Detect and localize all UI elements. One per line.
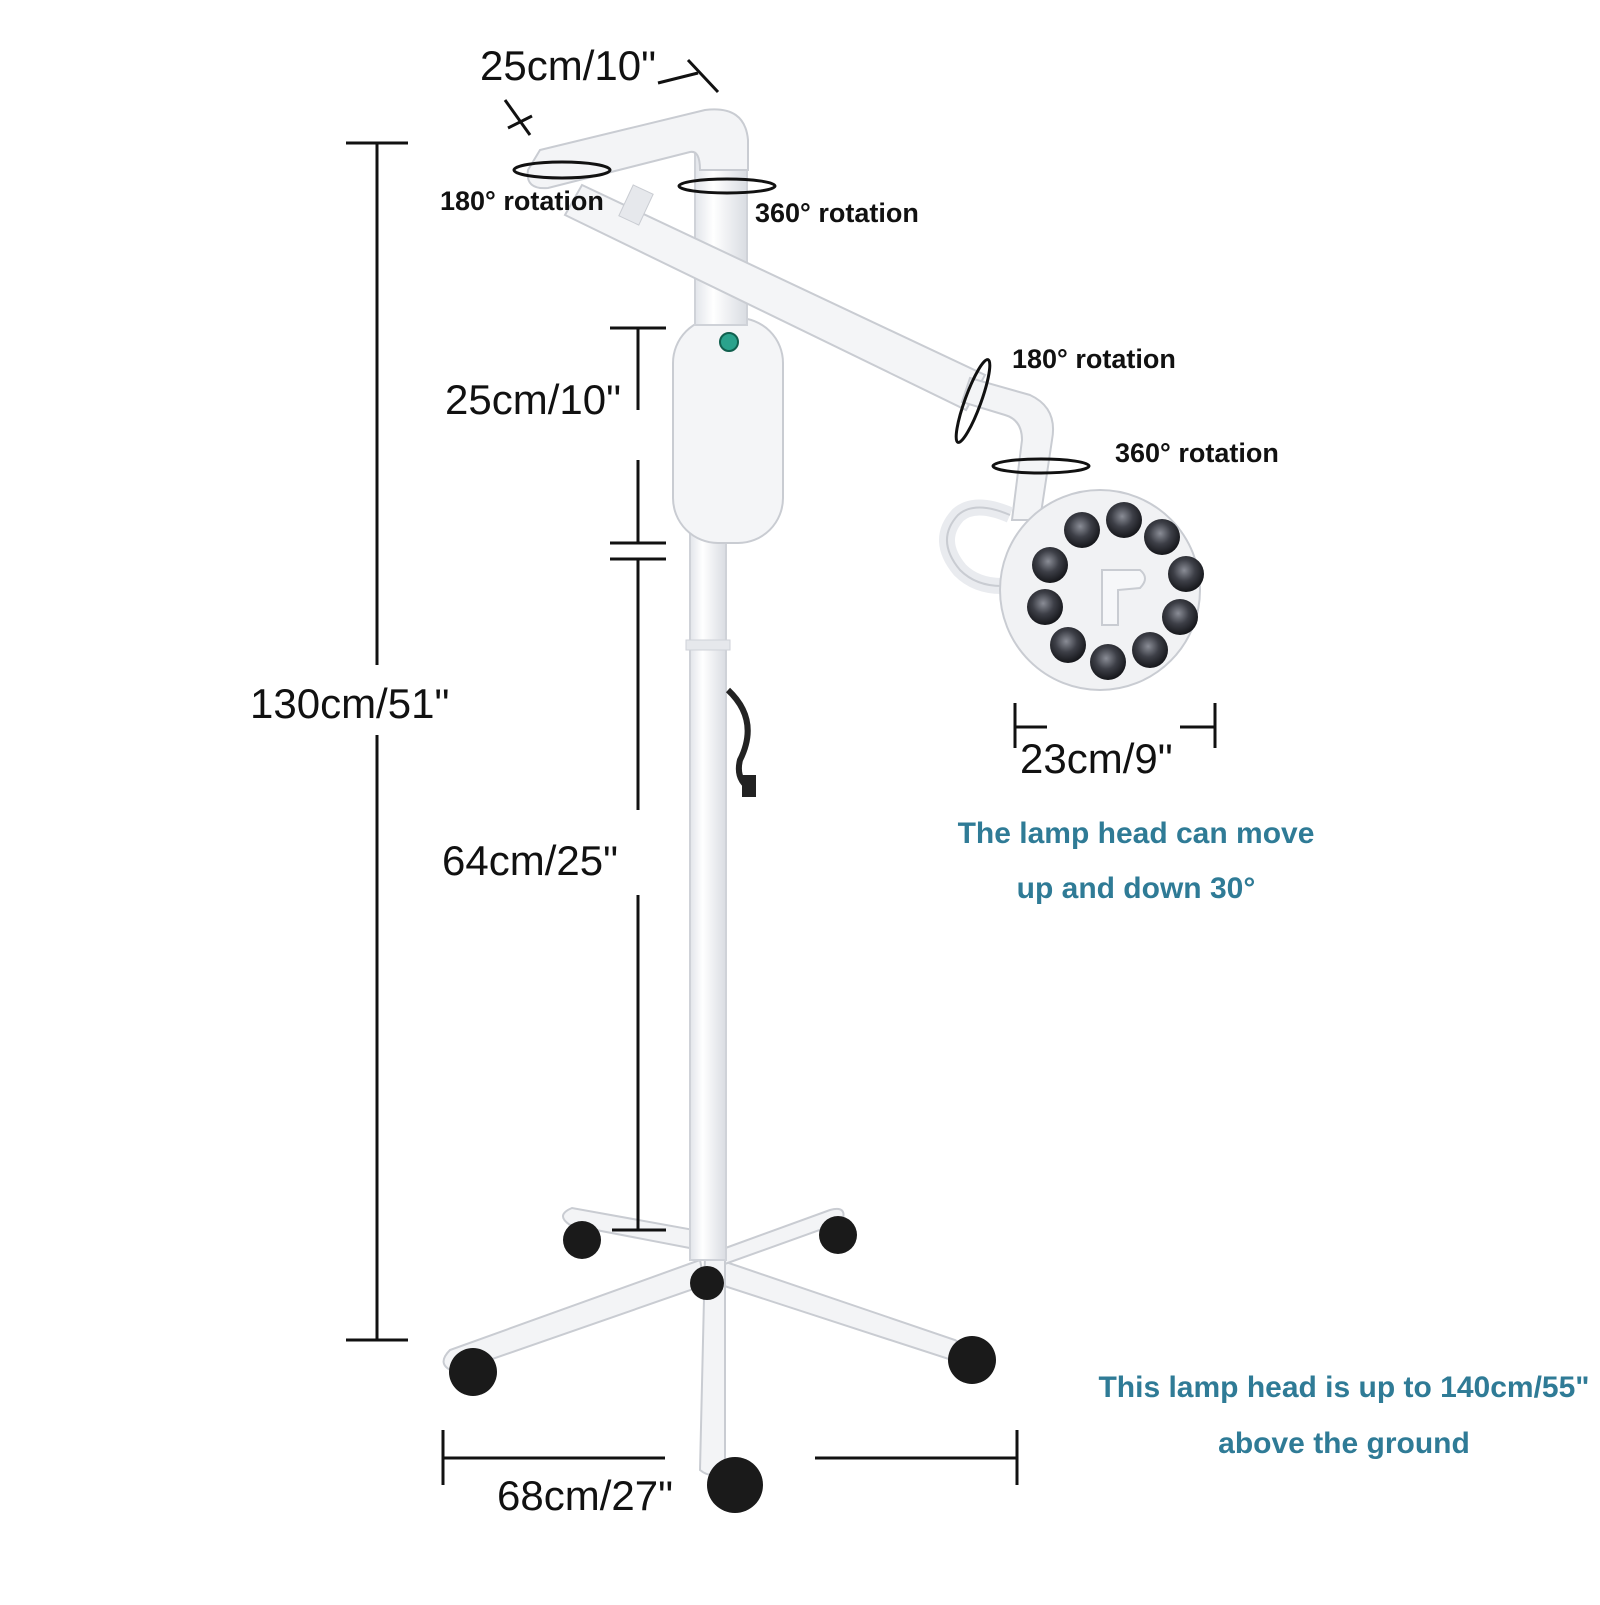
dim-arm-top-label: 25cm/10" [480,42,656,89]
top-arm [526,108,749,190]
note-head-move-line1: The lamp head can move [958,817,1315,850]
rotation-head-upper-label: 180° rotation [1012,344,1176,374]
led-bulb [1050,627,1086,663]
rotation-arrow-icon [954,358,992,444]
notes: The lamp head can move up and down 30° T… [958,817,1590,1460]
lamp-stand [442,108,1204,1513]
led-bulb [1144,519,1180,555]
rotation-arrow-icon [512,160,612,180]
note-head-move-line2: up and down 30° [1017,872,1256,905]
led-bulb [1162,599,1198,635]
power-indicator-icon [719,332,739,352]
head-joint [960,376,1054,521]
dim-pole-height-label: 64cm/25" [442,837,618,884]
led-bulb [1032,547,1068,583]
led-bulb [1106,502,1142,538]
led-ring [1027,502,1204,680]
long-arm [563,183,987,412]
rotation-head-lower-label: 360° rotation [1115,438,1279,468]
dim-head-width-label: 23cm/9" [1020,735,1173,782]
rotation-top-left-label: 180° rotation [440,186,604,216]
note-height-line1: This lamp head is up to 140cm/55" [1098,1371,1589,1404]
center-knob [1101,569,1146,626]
rotation-arrows [512,160,1091,475]
dimension-labels: 25cm/10" 130cm/51" 25cm/10" 64cm/25" 23c… [250,42,1173,1519]
dim-total-height-label: 130cm/51" [250,680,449,727]
led-bulb [1168,556,1204,592]
dim-body-height-label: 25cm/10" [445,376,621,423]
rotation-top-right-label: 360° rotation [755,198,919,228]
caster-wheels [449,1216,996,1513]
rotation-arrow-icon [677,177,777,195]
base-legs [442,1206,966,1476]
led-bulb [1090,644,1126,680]
note-height-line2: above the ground [1218,1427,1470,1460]
rotation-arrow-icon [991,457,1091,475]
led-bulb [1064,512,1100,548]
rotation-labels: 180° rotation 360° rotation 180° rotatio… [440,186,1279,468]
led-bulb [1132,632,1168,668]
dim-base-width-label: 68cm/27" [497,1472,673,1519]
dimension-lines [346,58,1217,1485]
main-pole [689,524,727,1261]
led-bulb [1027,589,1063,625]
